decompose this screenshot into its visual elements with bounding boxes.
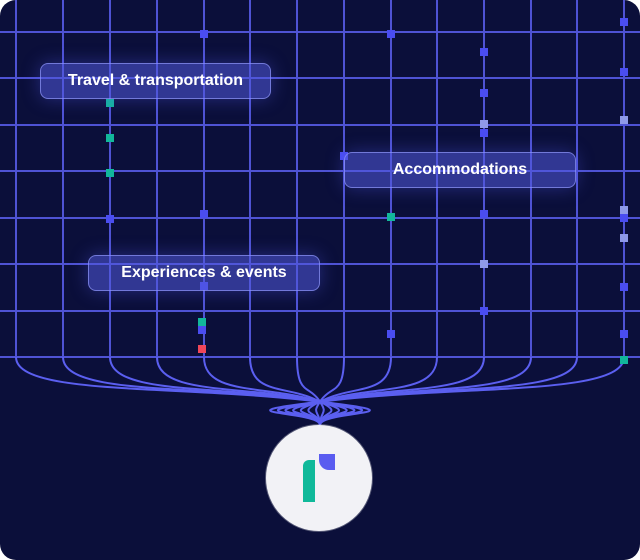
- network-node: [480, 89, 488, 97]
- network-node: [200, 210, 208, 218]
- brand-logo-icon: [301, 454, 337, 502]
- network-node: [198, 318, 206, 326]
- network-node: [620, 206, 628, 214]
- category-pill-experiences[interactable]: Experiences & events: [88, 255, 320, 291]
- category-label-experiences: Experiences & events: [121, 264, 287, 281]
- converging-line: [296, 356, 325, 426]
- network-node: [480, 120, 488, 128]
- network-node: [387, 330, 395, 338]
- network-node: [198, 326, 206, 334]
- network-node: [620, 18, 628, 26]
- network-node: [620, 214, 628, 222]
- network-node: [106, 99, 114, 107]
- category-label-travel: Travel & transportation: [67, 72, 244, 89]
- network-node: [106, 215, 114, 223]
- network-node: [480, 129, 488, 137]
- network-node: [198, 345, 206, 353]
- network-node: [620, 234, 628, 242]
- converging-lines: [15, 356, 625, 426]
- logo-flag-shape: [319, 454, 335, 470]
- network-node: [620, 283, 628, 291]
- converging-line: [249, 356, 333, 426]
- converging-line: [269, 356, 625, 426]
- network-node: [480, 260, 488, 268]
- network-node: [480, 210, 488, 218]
- category-label-accommodations: Accommodations: [392, 161, 528, 178]
- network-node: [620, 330, 628, 338]
- network-node: [106, 169, 114, 177]
- network-node: [387, 213, 395, 221]
- network-node: [200, 30, 208, 38]
- logo-bar-shape: [303, 460, 315, 502]
- brand-logo: [266, 425, 372, 531]
- network-node: [480, 48, 488, 56]
- network-node: [480, 307, 488, 315]
- network-node: [620, 116, 628, 124]
- network-node: [106, 134, 114, 142]
- converging-line: [315, 356, 345, 426]
- network-node: [620, 356, 628, 364]
- network-node: [620, 68, 628, 76]
- category-pill-travel[interactable]: Travel & transportation: [40, 63, 271, 99]
- network-node: [387, 30, 395, 38]
- category-pill-accommodations[interactable]: Accommodations: [344, 152, 576, 188]
